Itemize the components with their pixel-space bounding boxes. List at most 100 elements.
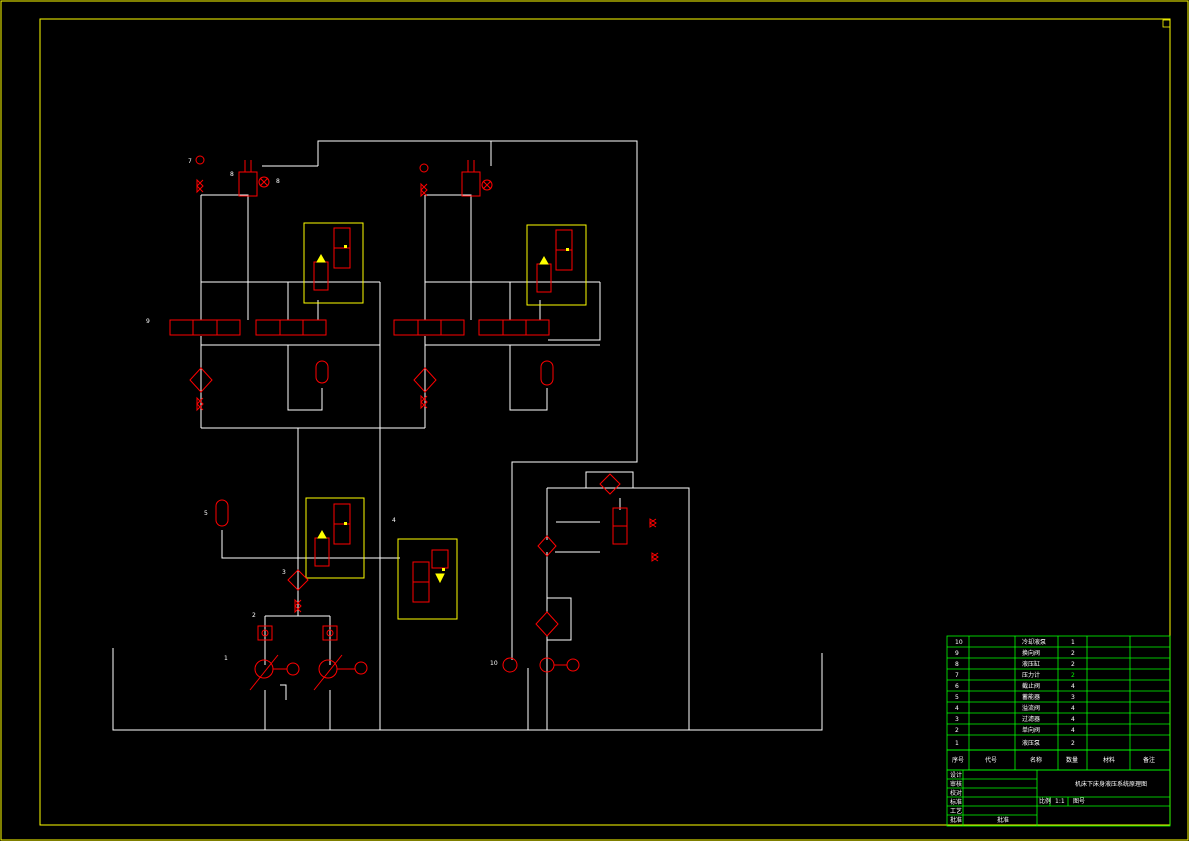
svg-text:4: 4 (1071, 716, 1075, 723)
relief-valve (314, 503, 351, 567)
svg-text:4: 4 (1071, 727, 1075, 734)
svg-text:4: 4 (1071, 705, 1075, 712)
svg-text:液压缸: 液压缸 (1022, 660, 1040, 668)
check-valve (257, 625, 273, 641)
pressure-gauge-left (195, 155, 205, 165)
bom-table (946, 635, 1171, 771)
title-block (946, 769, 1171, 827)
svg-text:校对: 校对 (950, 789, 962, 797)
svg-text:名称: 名称 (1030, 756, 1042, 764)
svg-text:3: 3 (955, 716, 959, 723)
svg-text:数量: 数量 (1066, 756, 1078, 764)
svg-text:6: 6 (955, 683, 959, 690)
shutoff-valve (420, 394, 428, 410)
svg-text:备注: 备注 (1143, 756, 1155, 764)
check-valve (322, 625, 338, 641)
svg-text:2: 2 (955, 727, 959, 734)
svg-text:设计: 设计 (950, 771, 962, 779)
svg-text:2: 2 (1071, 661, 1075, 668)
svg-text:标准: 标准 (950, 798, 962, 806)
pump-1 (249, 654, 300, 691)
svg-text:溢流阀: 溢流阀 (1022, 704, 1040, 712)
shutoff-valve (294, 598, 302, 614)
svg-text:单向阀: 单向阀 (1022, 726, 1040, 734)
shutoff-valve (420, 182, 428, 198)
svg-text:1: 1 (1071, 639, 1075, 646)
svg-text:3: 3 (1071, 694, 1075, 701)
svg-text:2: 2 (1071, 672, 1075, 679)
svg-text:图号: 图号 (1073, 798, 1085, 805)
svg-text:审核: 审核 (950, 780, 962, 788)
svg-text:工艺: 工艺 (950, 807, 962, 815)
svg-text:材料: 材料 (1103, 756, 1115, 764)
directional-valve (255, 319, 327, 336)
callout: 5 (204, 510, 208, 517)
svg-text:2: 2 (1071, 650, 1075, 657)
relief-valve (412, 549, 449, 603)
filter (287, 569, 309, 591)
relief-valve-coolant (612, 507, 628, 545)
svg-text:9: 9 (955, 650, 959, 657)
callout: 7 (188, 158, 192, 165)
svg-text:10: 10 (955, 639, 963, 646)
directional-valve (393, 319, 465, 336)
directional-valve (169, 319, 241, 336)
filter (599, 473, 621, 495)
svg-text:液压泵: 液压泵 (1022, 739, 1040, 747)
accumulator (315, 360, 329, 384)
callout: 8 (276, 178, 280, 185)
svg-text:代号: 代号 (985, 756, 997, 764)
svg-text:4: 4 (955, 705, 959, 712)
shutoff-valve (651, 552, 659, 562)
filter (413, 367, 437, 393)
filter (537, 535, 557, 557)
corner-mark (1162, 19, 1171, 28)
svg-text:序号: 序号 (952, 756, 964, 764)
svg-text:2: 2 (1071, 740, 1075, 747)
svg-text:1:1: 1:1 (1055, 798, 1065, 805)
directional-valve (478, 319, 550, 336)
svg-text:截止阀: 截止阀 (1022, 682, 1040, 690)
shutoff-valve (196, 178, 204, 194)
callout: 8 (230, 171, 234, 178)
accumulator (215, 499, 229, 527)
components (169, 155, 659, 691)
bom-rows: 10 冷却液泵 1 9 换向阀 2 8 液压缸 2 7 压力计 2 6 截止阀 … (955, 638, 1075, 747)
callout: 9 (146, 318, 150, 325)
svg-text:批准: 批准 (997, 816, 1009, 824)
callouts: 7 8 8 9 5 4 3 2 1 10 (146, 158, 498, 667)
callout: 1 (224, 655, 228, 662)
pipe-network (112, 140, 823, 731)
shutoff-valve (196, 396, 204, 412)
callout: 3 (282, 569, 286, 576)
svg-text:冷却液泵: 冷却液泵 (1022, 638, 1046, 646)
filter (189, 367, 213, 393)
drawing-title: 机床下床身液压系统原理图 (1075, 780, 1147, 788)
svg-text:压力计: 压力计 (1022, 671, 1040, 679)
bom-header: 序号 代号 名称 数量 材料 备注 (952, 756, 1155, 764)
accumulator (540, 360, 554, 386)
filter (535, 611, 559, 637)
accent-marks (344, 245, 569, 571)
svg-text:蓄能器: 蓄能器 (1022, 693, 1040, 701)
cylinder-right (461, 160, 493, 197)
callout: 10 (490, 660, 498, 667)
svg-text:过滤器: 过滤器 (1022, 715, 1040, 723)
pump-2 (313, 654, 368, 691)
svg-text:8: 8 (955, 661, 959, 668)
svg-text:1: 1 (955, 740, 959, 747)
callout: 4 (392, 517, 396, 524)
callout: 2 (252, 612, 256, 619)
svg-text:换向阀: 换向阀 (1022, 649, 1040, 657)
svg-text:比例: 比例 (1039, 797, 1051, 805)
shutoff-valve (649, 518, 657, 528)
cylinder-left (238, 160, 270, 197)
relief-valve (313, 227, 351, 291)
svg-text:5: 5 (955, 694, 959, 701)
svg-text:7: 7 (955, 672, 959, 679)
inner-border (39, 18, 1171, 826)
title-block-text: 机床下床身液压系统原理图 比例 1:1 图号 设计 审核 校对 标准 工艺 批准… (950, 771, 1147, 824)
relief-valve (536, 229, 573, 293)
